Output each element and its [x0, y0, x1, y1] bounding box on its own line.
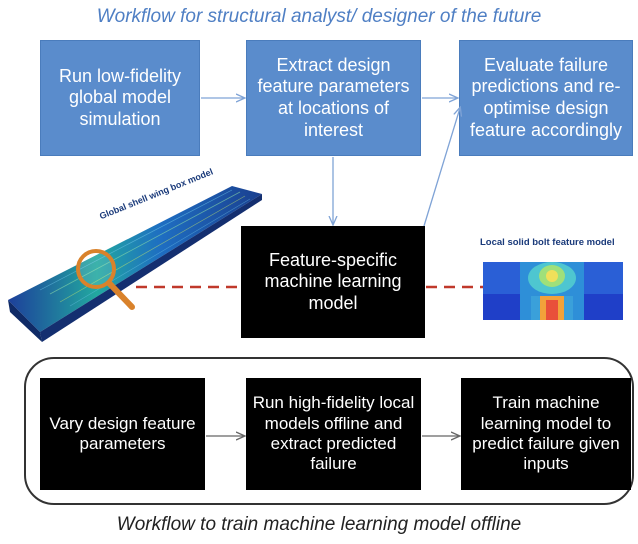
bottom-workflow-title: Workflow to train machine learning model…	[116, 514, 522, 535]
extract-parameters-box: Extract design feature parameters at loc…	[246, 40, 421, 156]
extract-parameters-label: Extract design feature parameters at loc…	[257, 54, 410, 140]
bolt-feature-model-image	[483, 262, 623, 320]
run-global-model-label: Run low-fidelity global model simulation	[58, 65, 182, 129]
train-model-label: Train machine learning model to predict …	[472, 393, 620, 474]
offline-workflow-container	[24, 357, 634, 505]
train-model-box: Train machine learning model to predict …	[461, 378, 631, 490]
vary-parameters-label: Vary design feature parameters	[49, 413, 196, 453]
ml-model-box: Feature-specific machine learning model	[241, 226, 425, 338]
top-workflow-title: Workflow for structural analyst/ designe…	[96, 6, 542, 27]
arrow-ml-to-evaluate	[423, 108, 460, 227]
evaluate-failure-label: Evaluate failure predictions and re-opti…	[469, 54, 623, 140]
bolt-model-label: Local solid bolt feature model	[480, 237, 615, 248]
run-high-fidelity-box: Run high-fidelity local models offline a…	[246, 378, 421, 490]
run-global-model-box: Run low-fidelity global model simulation	[40, 40, 200, 156]
run-high-fidelity-label: Run high-fidelity local models offline a…	[252, 393, 415, 474]
magnifier-icon	[76, 249, 135, 310]
evaluate-failure-box: Evaluate failure predictions and re-opti…	[459, 40, 633, 156]
vary-parameters-box: Vary design feature parameters	[40, 378, 205, 490]
ml-model-label: Feature-specific machine learning model	[264, 249, 402, 313]
